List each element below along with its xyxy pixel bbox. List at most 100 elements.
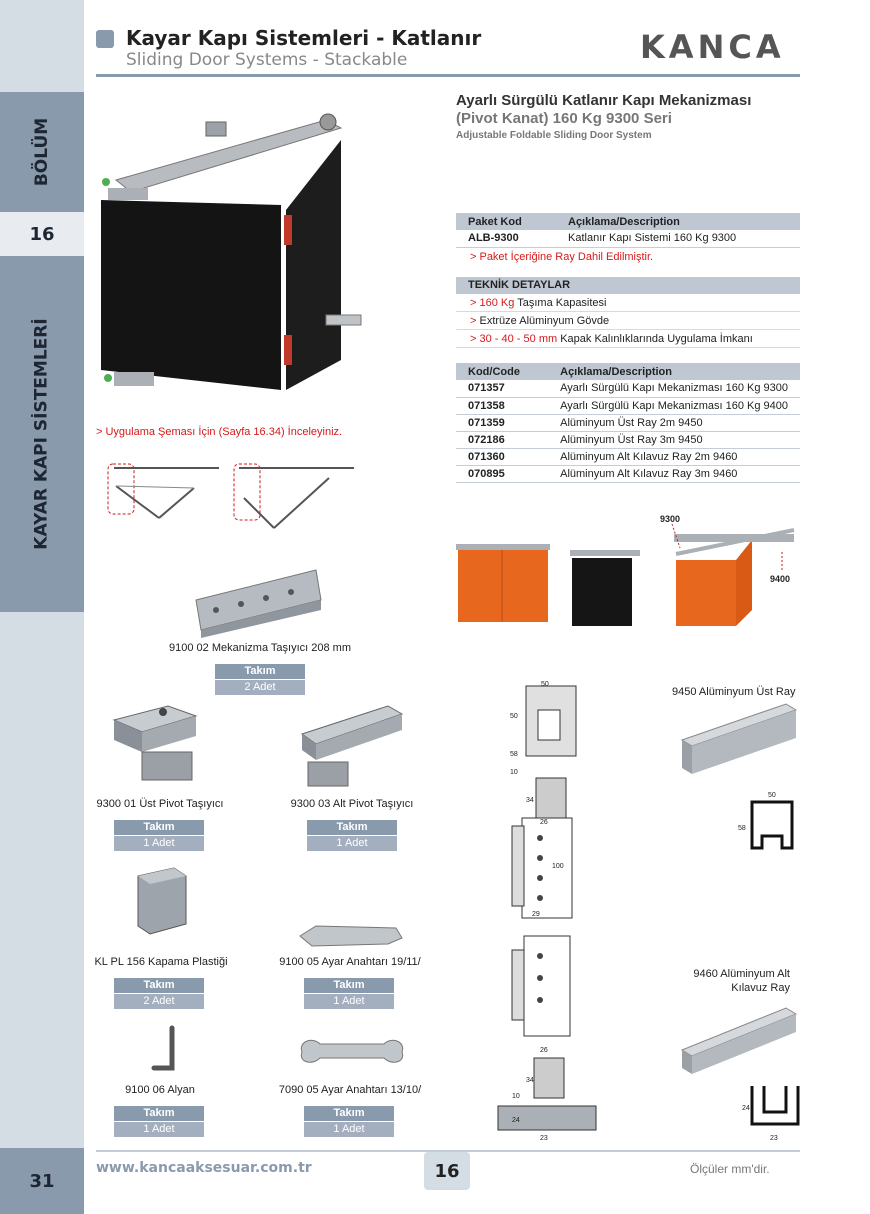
dim-26-lower: 26 — [540, 1047, 548, 1054]
rail-dim-58: 58 — [738, 825, 746, 832]
takim-qty: 1 Adet — [307, 836, 397, 851]
code-cell: 072186 — [456, 431, 549, 449]
code-cell: 071359 — [456, 414, 549, 432]
takim-qty: 1 Adet — [114, 1122, 204, 1137]
dim-34: 34 — [526, 797, 534, 804]
lower-rail-label-1: 9460 Alüminyum Alt — [693, 968, 790, 980]
page-title: Kayar Kapı Sistemleri - Katlanır — [126, 26, 482, 50]
chapter-label: KAYAR KAPI SİSTEMLERİ — [32, 318, 53, 550]
dim-10-lower: 10 — [512, 1093, 520, 1100]
lower-rail-dim-23: 23 — [770, 1135, 778, 1142]
desc-cell: Alüminyum Alt Kılavuz Ray 2m 9460 — [548, 448, 800, 466]
takim-qty: 1 Adet — [304, 994, 394, 1009]
dim-50-vertical: 50 — [510, 713, 518, 720]
dim-34-lower: 34 — [526, 1077, 534, 1084]
lower-pivot-image — [300, 705, 404, 787]
open-wrench-image — [300, 1039, 404, 1063]
part-caption: 9300 01 Üst Pivot Taşıyıcı — [96, 798, 224, 810]
part-caption: 9100 05 Ayar Anahtarı 19/11/ — [279, 956, 421, 968]
tech-line: > Extrüze Alüminyum Gövde — [456, 312, 800, 330]
part-caption: 9100 02 Mekanizma Taşıyıcı 208 mm — [169, 642, 351, 654]
allen-key-image — [151, 1025, 175, 1071]
takim-label: Takım — [215, 664, 305, 679]
upper-rail-image — [680, 703, 798, 774]
code-cell: 071360 — [456, 448, 549, 466]
technical-drawing: 50 50 58 10 34 26 100 29 26 34 10 24 23 — [497, 681, 597, 1142]
takim-label: Takım — [114, 1106, 204, 1121]
dim-26: 26 — [540, 819, 548, 826]
page-number: 31 — [0, 1148, 84, 1214]
upper-rail-profile: 50 58 — [738, 792, 794, 850]
lower-rail-profile: 24 23 — [742, 1086, 800, 1142]
tech-line: > 30 - 40 - 50 mm Kapak Kalınlıklarında … — [456, 330, 800, 348]
desc-cell: Alüminyum Alt Kılavuz Ray 3m 9460 — [548, 465, 800, 483]
page-subtitle: Sliding Door Systems - Stackable — [126, 50, 408, 70]
end-cap-image — [137, 867, 187, 935]
upper-pivot-image — [112, 705, 198, 781]
tech-details: TEKNİK DETAYLAR > 160 Kg Taşıma Kapasite… — [456, 277, 800, 348]
dim-58: 58 — [510, 751, 518, 758]
section-label: BÖLÜM — [31, 117, 52, 187]
package-warning: > Paket İçeriğine Ray Dahil Edilmiştir. — [470, 250, 654, 263]
desc-cell: Ayarlı Sürgülü Kapı Mekanizması 160 Kg 9… — [548, 380, 800, 398]
package-code-header: Paket Kod — [456, 213, 556, 230]
takim-qty: 1 Adet — [114, 836, 204, 851]
code-cell: 071357 — [456, 380, 549, 398]
part-caption: KL PL 156 Kapama Plastiği — [94, 956, 228, 968]
rail-dim-50: 50 — [768, 792, 776, 799]
dim-23: 23 — [540, 1135, 548, 1142]
package-table: Paket Kod Açıklama/Description ALB-9300 … — [456, 213, 800, 266]
part-caption: 9300 03 Alt Pivot Taşıyıcı — [290, 798, 414, 810]
header-divider — [96, 74, 800, 77]
takim-label: Takım — [304, 1106, 394, 1121]
code-cell: 071358 — [456, 397, 549, 415]
takim-qty: 2 Adet — [114, 994, 204, 1009]
footer-divider — [96, 1150, 800, 1152]
takim-qty: 2 Adet — [215, 680, 305, 695]
product-title: Ayarlı Sürgülü Katlanır Kapı Mekanizması — [456, 92, 752, 109]
package-desc-header: Açıklama/Description — [556, 213, 800, 230]
dim-24: 24 — [512, 1117, 520, 1124]
takim-label: Takım — [307, 820, 397, 835]
header-marker — [96, 30, 114, 48]
website-link[interactable]: www.kancaaksesuar.com.tr — [96, 1160, 312, 1176]
section-block — [0, 92, 84, 212]
package-desc: Katlanır Kapı Sistemi 160 Kg 9300 — [556, 230, 800, 248]
takim-qty: 1 Adet — [304, 1122, 394, 1137]
brand-logo: KANCA — [640, 28, 785, 66]
code-cell: 070895 — [456, 465, 549, 483]
adjustment-wrench-image — [299, 925, 403, 947]
table-row: ALB-9300 Katlanır Kapı Sistemi 160 Kg 93… — [456, 230, 800, 248]
tech-line: > 160 Kg Taşıma Kapasitesi — [456, 294, 800, 312]
section-tab: 16 — [424, 1152, 470, 1190]
lower-rail-image — [680, 1007, 798, 1074]
dim-29: 29 — [532, 911, 540, 918]
desc-cell: Ayarlı Sürgülü Kapı Mekanizması 160 Kg 9… — [548, 397, 800, 415]
dim-10: 10 — [510, 769, 518, 776]
lower-rail-label-2: Kılavuz Ray — [731, 982, 790, 994]
product-title-en: Adjustable Foldable Sliding Door System — [456, 130, 652, 141]
takim-label: Takım — [114, 978, 204, 993]
label-9300: 9300 — [660, 514, 680, 524]
upper-rail-label: 9450 Alüminyum Üst Ray — [672, 686, 796, 698]
application-note: > Uygulama Şeması İçin (Sayfa 16.34) İnc… — [96, 426, 343, 438]
desc-cell: Alüminyum Üst Ray 2m 9450 — [548, 414, 800, 432]
chapter-block — [0, 256, 84, 612]
dim-50: 50 — [541, 681, 549, 688]
units-note: Ölçüler mm'dir. — [690, 1162, 770, 1176]
desc-header: Açıklama/Description — [548, 363, 800, 380]
takim-label: Takım — [304, 978, 394, 993]
tech-heading: TEKNİK DETAYLAR — [456, 277, 800, 294]
lower-rail-dim-24: 24 — [742, 1105, 750, 1112]
